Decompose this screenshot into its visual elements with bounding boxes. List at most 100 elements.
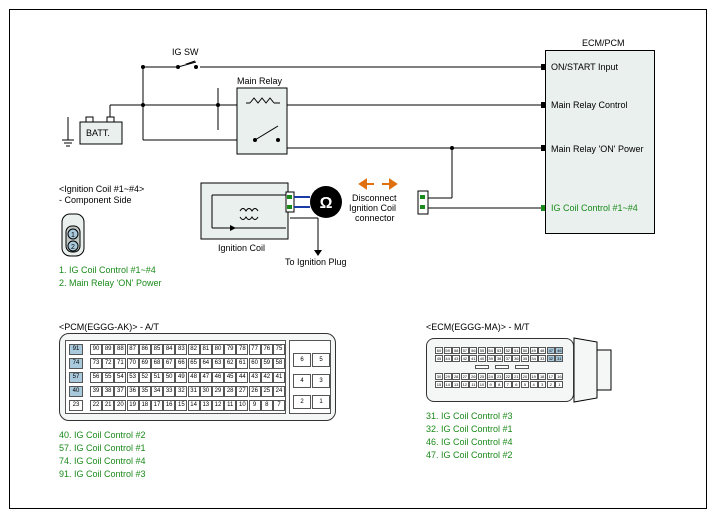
ground-icon [62, 139, 74, 147]
pcm-pin: 9 [248, 400, 261, 411]
pcm-pin: 32 [175, 386, 188, 397]
pcm-side-pin: 4 [293, 374, 311, 388]
pcm-pin: 36 [126, 386, 139, 397]
pcm-pin: 17 [151, 400, 163, 411]
pcm-legend-item: 91. IG Coil Control #3 [59, 469, 146, 479]
pcm-pin: 51 [151, 372, 163, 383]
ecm-pin: 19 [529, 373, 538, 380]
disconnect-connector-icon [417, 190, 429, 215]
pcm-pin: 26 [248, 386, 261, 397]
ecm-pin: 1 [555, 381, 564, 388]
pcm-pin: 78 [236, 344, 249, 355]
ecm-pin: 26 [469, 373, 478, 380]
pcm-pin: 75 [273, 344, 285, 355]
ecm-pin: 58 [452, 347, 461, 354]
pcm-pin: 52 [138, 372, 151, 383]
pcm-pin: 88 [114, 344, 127, 355]
ecm-pin: 24 [486, 373, 495, 380]
pcm-pin: 16 [163, 400, 176, 411]
ohmmeter-icon [310, 186, 342, 218]
ecm-pin: 51 [512, 347, 521, 354]
diagram-frame [9, 9, 707, 509]
pcm-pin: 65 [187, 358, 200, 369]
disconnect-line-3: connector [355, 213, 395, 223]
pcm-pin: 44 [236, 372, 249, 383]
ecm-pin: 53 [495, 347, 504, 354]
pcm-pin: 72 [102, 358, 115, 369]
pcm-pin: 49 [175, 372, 188, 383]
pcm-pin: 48 [187, 372, 200, 383]
ecm-pin: 22 [503, 373, 512, 380]
ecm-pin: 8 [495, 381, 504, 388]
pcm-pin: 27 [236, 386, 249, 397]
ecm-pin: 39 [486, 355, 495, 362]
pcm-pin: 74 [69, 358, 83, 369]
ecm-pin: 45 [435, 355, 443, 362]
pcm-side-pin: 6 [293, 353, 311, 367]
ignition-coil-connector-icon: 1 2 [61, 213, 85, 257]
ecm-pin-ig-coil-control: IG Coil Control #1~#4 [551, 203, 638, 213]
ecm-pin: 17 [546, 373, 555, 380]
ecm-pin: 36 [512, 355, 521, 362]
component-title: <Ignition Coil #1~#4> [59, 184, 145, 194]
ecm-pin: 59 [443, 347, 452, 354]
pcm-side-pin: 3 [312, 374, 330, 388]
pcm-pin: 85 [151, 344, 163, 355]
pcm-pin: 60 [248, 358, 261, 369]
pcm-pin: 61 [236, 358, 249, 369]
ecm-pin: 47 [546, 347, 555, 354]
pcm-pin: 45 [224, 372, 237, 383]
pcm-legend-item: 57. IG Coil Control #1 [59, 443, 146, 453]
pcm-pin: 43 [248, 372, 261, 383]
ecm-pin: 48 [538, 347, 547, 354]
ecm-pin: 34 [529, 355, 538, 362]
ecm-pin: 55 [478, 347, 486, 354]
component-legend-item: 1. IG Coil Control #1~#4 [59, 265, 156, 275]
pcm-pin: 40 [69, 386, 83, 397]
ecm-pin: 11 [469, 381, 478, 388]
battery-label: BATT. [86, 128, 110, 138]
ecm-pin: 3 [538, 381, 547, 388]
svg-text:2: 2 [71, 244, 75, 251]
pcm-pin: 59 [260, 358, 273, 369]
ecm-pin: 6 [512, 381, 521, 388]
ig-switch-icon [176, 60, 200, 70]
ecm-pin: 25 [478, 373, 486, 380]
ecm-pin: 32 [546, 355, 555, 362]
pcm-pin: 8 [260, 400, 273, 411]
svg-text:Ω: Ω [320, 195, 333, 212]
pcm-pin: 68 [151, 358, 163, 369]
ecm-pin: 28 [452, 373, 461, 380]
pcm-pin: 66 [175, 358, 188, 369]
pcm-pin: 46 [212, 372, 224, 383]
pcm-pin: 21 [102, 400, 115, 411]
pcm-pin: 90 [90, 344, 102, 355]
ecm-pin: 37 [503, 355, 512, 362]
pcm-pin: 79 [224, 344, 237, 355]
pcm-pin: 10 [236, 400, 249, 411]
svg-text:1: 1 [71, 232, 75, 239]
ecm-pin: 57 [460, 347, 469, 354]
pcm-pin: 50 [163, 372, 176, 383]
ecm-pin: 49 [529, 347, 538, 354]
pcm-pin: 25 [260, 386, 273, 397]
ecm-connector-title: <ECM(EGGG-MA)> - M/T [426, 322, 530, 332]
battery-icon [79, 121, 123, 145]
ecm-pin-relay-on-power: Main Relay 'ON' Power [551, 144, 644, 154]
ecm-pin: 9 [486, 381, 495, 388]
disconnect-arrows-icon [358, 178, 398, 190]
pcm-pin: 15 [175, 400, 188, 411]
ecm-title: ECM/PCM [582, 38, 625, 48]
pcm-side-pin: 5 [312, 353, 330, 367]
ecm-legend-item: 47. IG Coil Control #2 [426, 450, 513, 460]
ecm-pin: 4 [529, 381, 538, 388]
pcm-legend: 40. IG Coil Control #2 57. IG Coil Contr… [59, 429, 146, 481]
ecm-pin: 10 [478, 381, 486, 388]
pcm-pin: 30 [199, 386, 212, 397]
ecm-pin: 46 [555, 347, 564, 354]
ecm-pin: 21 [512, 373, 521, 380]
